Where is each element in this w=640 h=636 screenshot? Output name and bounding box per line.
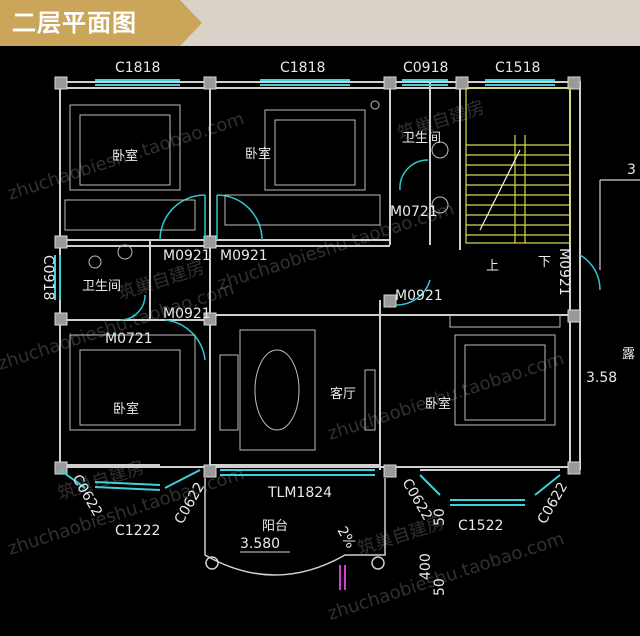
terrace-level: 3.58 (586, 370, 617, 386)
window-label: C0622 (535, 480, 572, 527)
room-label-bedroom-se: 卧室 (425, 396, 451, 412)
page-title: 二层平面图 (12, 9, 137, 37)
window-label: C1222 (115, 523, 160, 539)
wall-outlines (59, 81, 581, 471)
room-label-bedroom-sw: 卧室 (113, 401, 139, 417)
title-tab: 二层平面图 (0, 0, 202, 46)
window-label: C1818 (280, 60, 325, 76)
furniture (64, 100, 561, 451)
room-label-bathroom-w: 卫生间 (82, 279, 121, 294)
floor-plan-drawing: zhuchaobieshu.taobao.com zhuchaobieshu.t… (0, 60, 640, 625)
door-label: M0921 (220, 248, 268, 264)
window-label: TLM1824 (267, 485, 332, 501)
watermark-layer: zhuchaobieshu.taobao.com zhuchaobieshu.t… (0, 97, 567, 625)
door-label: M0921 (163, 248, 211, 264)
door-label: M0921 (395, 288, 443, 304)
door-label: M0721 (105, 331, 153, 347)
room-label-bedroom-n: 卧室 (245, 146, 271, 162)
room-label-balcony: 阳台 (262, 519, 288, 534)
window-label: C1518 (495, 60, 540, 76)
window-label: C0918 (403, 60, 448, 76)
dimension-label: 3 (627, 162, 636, 178)
dimension-label: 50 (432, 508, 448, 526)
window-label: C0622 (399, 476, 436, 523)
window-openings (54, 79, 561, 506)
staircase (465, 87, 571, 244)
stair-label-up: 上 (486, 259, 499, 274)
room-label-terrace: 露 (622, 347, 635, 362)
window-label: C1522 (458, 518, 503, 534)
window-label: C1818 (115, 60, 160, 76)
balcony-outline (204, 478, 386, 590)
door-label: M0721 (390, 204, 438, 220)
slope-label: 2% (334, 524, 359, 551)
room-label-living: 客厅 (330, 386, 356, 402)
door-label: M0921 (163, 306, 211, 322)
dimension-label: 400 (418, 553, 434, 580)
door-label: M0921 (556, 248, 572, 296)
room-label-bathroom-n: 卫生间 (402, 131, 441, 146)
stair-label-down: 下 (538, 255, 551, 270)
window-label: C0918 (40, 255, 56, 300)
dimension-label: 50 (432, 578, 448, 596)
column-posts (54, 76, 581, 478)
terrace-outline (599, 179, 640, 270)
room-label-bedroom-nw: 卧室 (112, 148, 138, 164)
balcony-level: 3.580 (240, 536, 280, 552)
